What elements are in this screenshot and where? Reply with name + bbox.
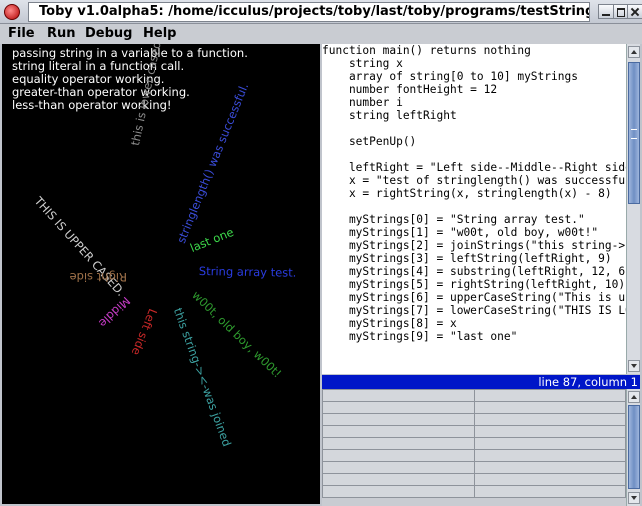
menu-run[interactable]: Run [47, 26, 76, 41]
menu-bar: File Run Debug Help [0, 24, 642, 44]
menu-debug[interactable]: Debug [85, 26, 133, 41]
drawn-text-string-array: String array test. [198, 264, 297, 280]
table-cell[interactable] [322, 449, 475, 462]
table-cell[interactable] [473, 485, 626, 498]
window-title-box: Toby v1.0alpha5: /home/icculus/projects/… [28, 2, 590, 22]
table-cell[interactable] [473, 413, 626, 426]
table-row[interactable] [322, 437, 626, 450]
scroll-thumb[interactable] [628, 62, 640, 204]
canvas-message: string literal in a function call. [12, 59, 185, 73]
table-cell[interactable] [322, 401, 475, 414]
scroll-up-arrow-icon[interactable] [628, 391, 640, 403]
scroll-up-arrow-icon[interactable] [628, 46, 640, 58]
table-cell[interactable] [473, 437, 626, 450]
menu-help[interactable]: Help [143, 26, 177, 41]
menu-file[interactable]: File [8, 26, 35, 41]
table-row[interactable] [322, 473, 626, 486]
drawn-text-left-side: Left side [128, 306, 160, 358]
cursor-status-bar: line 87, column 1 [322, 375, 640, 389]
scroll-down-arrow-icon[interactable] [628, 492, 640, 504]
drawn-text-middle: Middle [95, 293, 133, 331]
table-cell[interactable] [322, 485, 475, 498]
code-text[interactable]: function main() returns nothing string x… [322, 44, 626, 343]
table-cell[interactable] [322, 461, 475, 474]
scroll-down-arrow-icon[interactable] [628, 360, 640, 372]
turtle-canvas[interactable]: passing string in a variable to a functi… [2, 44, 320, 504]
table-cell[interactable] [473, 473, 626, 486]
canvas-message: passing string in a variable to a functi… [12, 46, 248, 60]
canvas-message: less-than operator working! [12, 98, 172, 112]
table-row[interactable] [322, 389, 626, 402]
close-button[interactable] [627, 4, 642, 19]
table-cell[interactable] [473, 449, 626, 462]
canvas-message: greater-than operator working. [12, 85, 190, 99]
drawn-text-last-one: last one [188, 224, 236, 255]
variable-watch-table[interactable] [322, 389, 626, 506]
table-row[interactable] [322, 461, 626, 474]
code-editor[interactable]: function main() returns nothing string x… [322, 44, 626, 374]
table-cell[interactable] [322, 437, 475, 450]
table-row[interactable] [322, 413, 626, 426]
title-bar[interactable]: Toby v1.0alpha5: /home/icculus/projects/… [0, 0, 642, 24]
scroll-thumb[interactable] [628, 405, 640, 489]
table-cell[interactable] [322, 389, 475, 402]
table-cell[interactable] [322, 413, 475, 426]
table-cell[interactable] [473, 461, 626, 474]
window-title: Toby v1.0alpha5: /home/icculus/projects/… [39, 4, 590, 19]
table-cell[interactable] [473, 425, 626, 438]
minimize-button[interactable] [598, 4, 614, 19]
table-row[interactable] [322, 485, 626, 498]
table-row[interactable] [322, 425, 626, 438]
table-cell[interactable] [322, 425, 475, 438]
table-row[interactable] [322, 401, 626, 414]
table-cell[interactable] [322, 473, 475, 486]
cursor-position: line 87, column 1 [538, 375, 638, 389]
canvas-message: equality operator working. [12, 72, 165, 86]
drawn-text-right-side: Right side [69, 270, 128, 284]
table-cell[interactable] [473, 389, 626, 402]
app-icon[interactable] [4, 4, 20, 20]
table-row[interactable] [322, 449, 626, 462]
table-cell[interactable] [473, 401, 626, 414]
watch-scrollbar[interactable] [626, 389, 640, 506]
drawn-text-stringlength: stringlength() was successful. [174, 80, 252, 246]
editor-scrollbar[interactable] [626, 44, 640, 374]
